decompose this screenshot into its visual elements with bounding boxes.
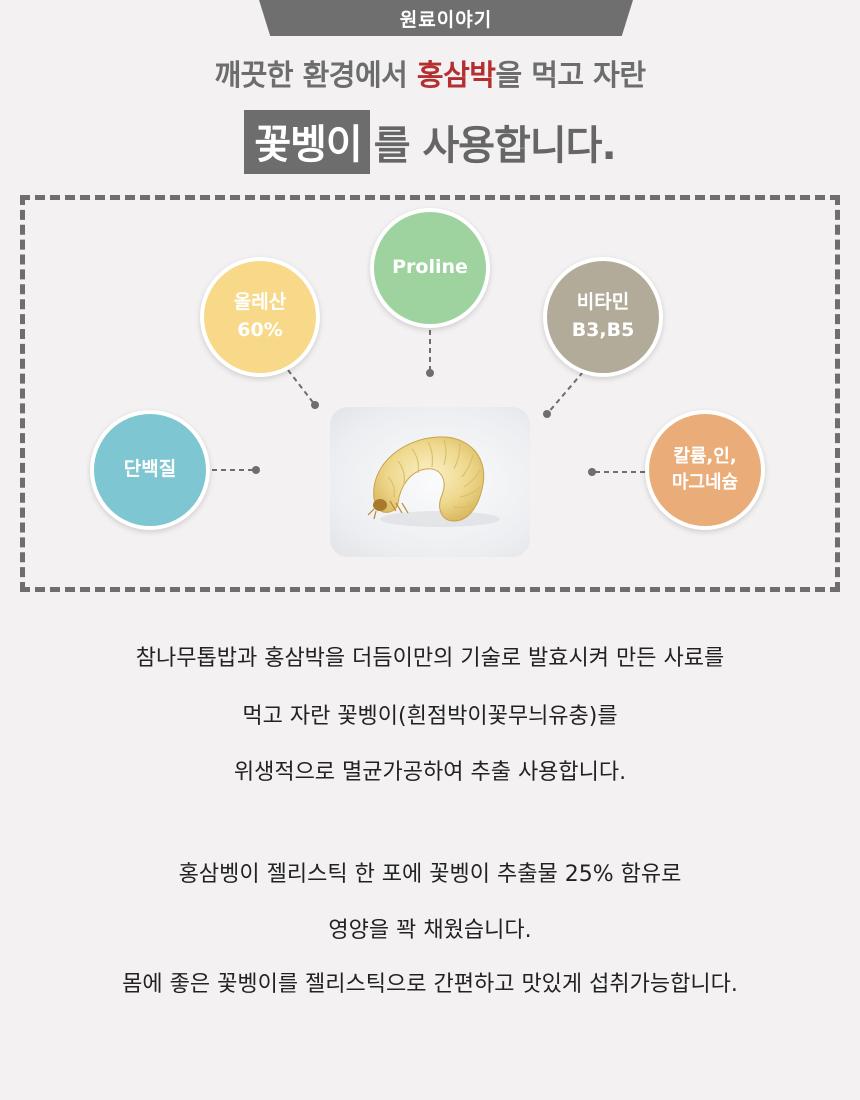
larva-illustration xyxy=(367,436,500,527)
nutrient-protein-label: 단백질 xyxy=(123,458,177,481)
headline-line1-before: 깨끗한 환경에서 xyxy=(214,58,417,92)
description-line-1: 참나무톱밥과 홍삼박을 더듬이만의 기술로 발효시켜 만든 사료를 xyxy=(135,646,725,671)
section-tag: 원료이야기 xyxy=(259,0,633,36)
section-tag-label: 원료이야기 xyxy=(399,8,493,31)
nutrient-vitamin-value: B3,B5 xyxy=(571,319,635,341)
nutrient-oleic-label: 올레산 xyxy=(233,291,287,314)
description-line-2: 먹고 자란 꽃벵이(흰점박이꽃무늬유충)를 xyxy=(242,704,618,729)
nutrient-mineral-label: 칼륨,인, xyxy=(673,445,737,467)
headline-accent: 홍삼박 xyxy=(416,58,496,92)
nutrient-circle-vitamin: 비타민 B3,B5 xyxy=(543,257,663,377)
description-line-3: 위생적으로 멸균가공하여 추출 사용합니다. xyxy=(233,760,627,785)
description-line-6: 몸에 좋은 꽃벵이를 젤리스틱으로 간편하고 맛있게 섭취가능합니다. xyxy=(122,972,738,997)
nutrient-circle-proline: Proline xyxy=(370,208,490,328)
description-line-5: 영양을 꽉 채웠습니다. xyxy=(328,918,532,943)
headline-highlight: 꽃벵이 xyxy=(244,110,370,174)
nutrient-vitamin-label: 비타민 xyxy=(576,291,630,314)
headline-line1-after: 을 먹고 자란 xyxy=(495,58,646,92)
nutrient-circle-protein: 단백질 xyxy=(90,410,210,530)
nutrient-circle-oleic-acid: 올레산 60% xyxy=(200,257,320,377)
nutrient-mineral-value: 마그네슘 xyxy=(671,472,739,493)
headline-line2-rest: 를 사용합니다. xyxy=(373,123,617,169)
headline-line1: 깨끗한 환경에서 홍삼박을 먹고 자란 xyxy=(0,52,860,94)
nutrient-circle-mineral: 칼륨,인, 마그네슘 xyxy=(645,410,765,530)
description-line-4: 홍삼벵이 젤리스틱 한 포에 꽃벵이 추출물 25% 함유로 xyxy=(178,862,682,887)
larva-photo xyxy=(330,407,530,557)
nutrient-oleic-value: 60% xyxy=(237,319,283,341)
dashed-frame xyxy=(20,195,840,592)
nutrient-proline-label: Proline xyxy=(392,256,468,279)
